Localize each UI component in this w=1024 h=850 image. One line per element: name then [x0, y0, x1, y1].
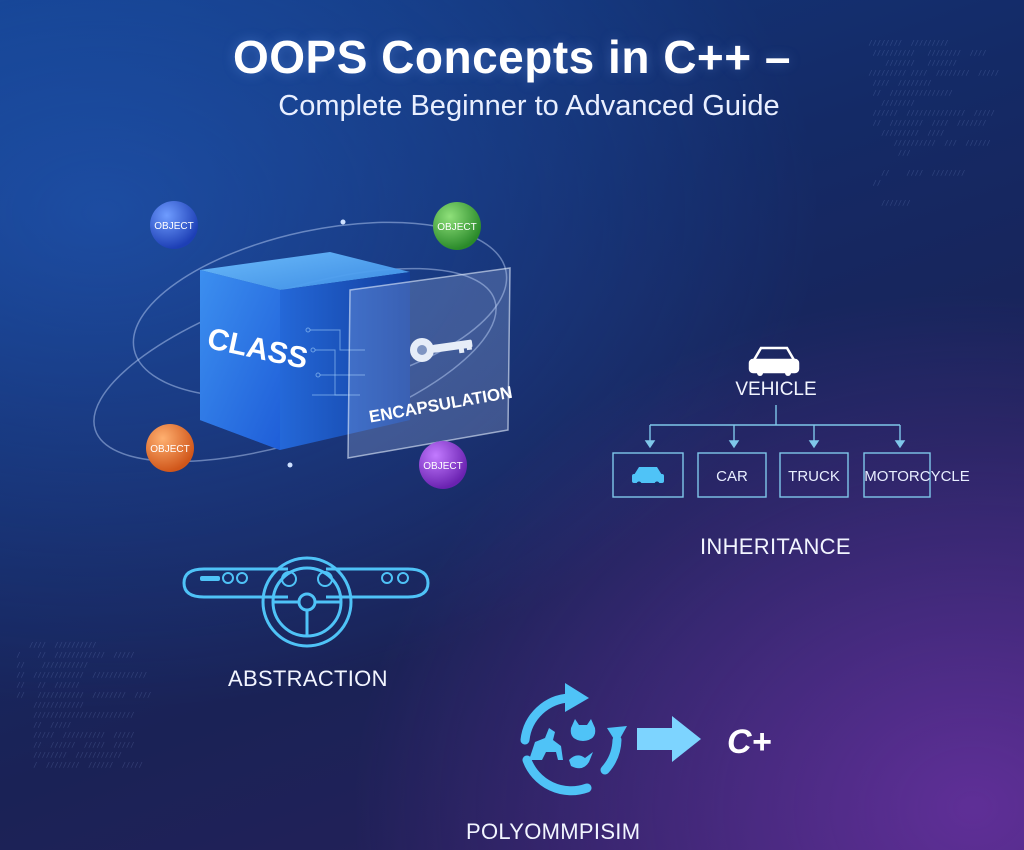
object-sphere-blue: OBJECT — [150, 201, 198, 249]
truck-label: TRUCK — [788, 468, 840, 485]
cpp-logo-text: C+ — [727, 723, 772, 761]
object-label: OBJECT — [150, 444, 189, 455]
code-background-bottom-left: //// ////////// / // //////////// ///// … — [16, 641, 152, 769]
object-sphere-green: OBJECT — [433, 202, 481, 250]
polymorphism-illustration: C+ — [520, 683, 772, 796]
motorcycle-label: MOTORCYCLE — [864, 468, 970, 485]
inheritance-diagram: VEHICLE CAR TRUCK MOTORCYCLE — [612, 346, 970, 498]
object-label: OBJECT — [437, 222, 476, 233]
key-icon — [410, 338, 473, 362]
car-label: CAR — [716, 468, 748, 485]
object-label: OBJECT — [423, 461, 462, 472]
car-icon — [748, 346, 800, 374]
class-encapsulation-illustration: CLASS ENCAPSULATION OBJECT OBJECT OBJECT… — [93, 201, 514, 489]
abstraction-caption: ABSTRACTION — [228, 666, 388, 691]
page-subtitle: Complete Beginner to Advanced Guide — [278, 90, 780, 122]
object-label: OBJECT — [154, 221, 193, 232]
steering-dashboard-icon — [182, 556, 430, 648]
vehicle-label: VEHICLE — [735, 379, 816, 400]
object-sphere-purple: OBJECT — [419, 441, 467, 489]
page-title: OOPS Concepts in C++ – — [232, 31, 792, 83]
car-box-icon — [632, 467, 664, 487]
cat-icon — [570, 719, 596, 741]
dog-icon — [529, 728, 563, 760]
polymorphism-caption: POLYOMMPISIM — [466, 819, 641, 844]
code-background-top-right: //////// ///////// ////////// //////// /… — [868, 39, 1000, 207]
object-sphere-orange: OBJECT — [146, 424, 194, 472]
inheritance-caption: INHERITANCE — [700, 534, 851, 559]
bird-icon — [569, 752, 593, 769]
